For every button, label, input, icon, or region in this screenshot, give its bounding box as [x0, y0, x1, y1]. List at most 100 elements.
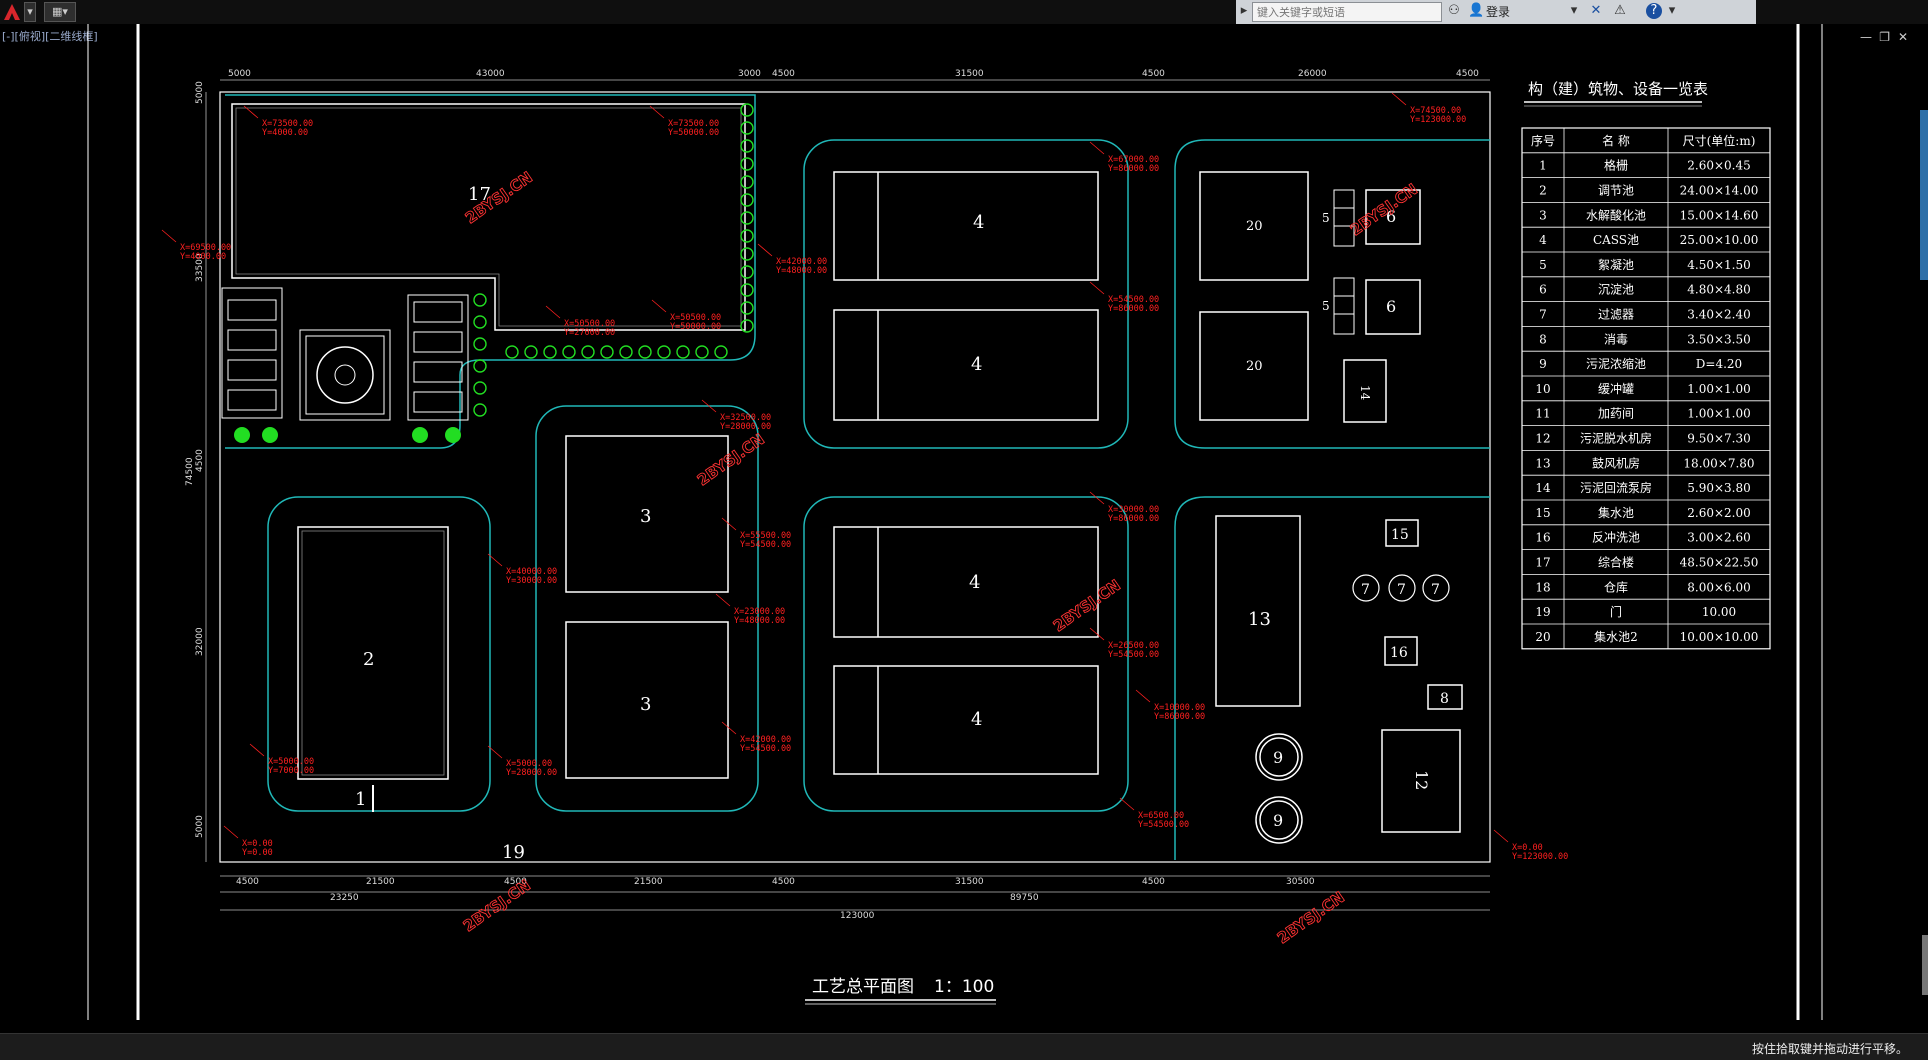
coordinate-label: Y=123000.00 — [1512, 852, 1568, 862]
dim-label: 23250 — [330, 893, 359, 903]
unit-label: 9 — [1273, 811, 1283, 830]
flocculation-tanks — [1333, 189, 1355, 335]
user-icon[interactable]: 👤 — [1468, 3, 1485, 18]
coordinate-label: X=54500.00 — [1108, 295, 1159, 305]
coordinate-label: Y=48000.00 — [776, 266, 827, 276]
table-cell: 14 — [1535, 481, 1551, 495]
coordinate-label: X=42000.00 — [776, 257, 827, 267]
blower-room — [1215, 515, 1301, 707]
search-input[interactable] — [1252, 2, 1442, 22]
fountain-plaza — [299, 329, 391, 421]
leader-line — [651, 299, 667, 313]
coordinate-label: Y=54500.00 — [740, 540, 791, 550]
sludge-return-pump-house — [1343, 359, 1387, 423]
table-cell: 15 — [1535, 506, 1550, 520]
table-cell: 2.60×0.45 — [1687, 159, 1751, 173]
coordinate-label: Y=30000.00 — [506, 576, 557, 586]
unit-label: 6 — [1386, 297, 1396, 316]
help-icon[interactable]: ? — [1646, 3, 1662, 19]
drawing-canvas[interactable]: 17 2 1 19 3 3 4 4 4 4 — [0, 24, 1928, 1034]
restore-icon[interactable]: ❐ — [1879, 30, 1890, 44]
vertical-scrollbar[interactable] — [1920, 110, 1928, 280]
building-3b — [565, 621, 729, 779]
stay-connected-icon[interactable]: ⚠ — [1614, 3, 1626, 18]
table-cell: 1.00×1.00 — [1687, 382, 1751, 396]
drawing-scale: 1：100 — [934, 977, 994, 997]
table-cell: 8.00×6.00 — [1687, 580, 1751, 594]
table-cell: 絮凝池 — [1598, 257, 1634, 272]
parking-right — [407, 294, 469, 421]
leader-line — [721, 721, 737, 735]
unit-label: 5 — [1322, 299, 1330, 313]
exchange-icon[interactable]: ✕ — [1590, 3, 1602, 18]
tree-row — [473, 103, 754, 417]
table-header: 尺寸(单位:m) — [1683, 133, 1756, 148]
dim-label: 4500 — [772, 877, 795, 887]
coordinate-label: X=23000.00 — [734, 607, 785, 617]
unit-label: 16 — [1390, 645, 1408, 661]
app-logo-icon[interactable] — [2, 2, 22, 22]
table-cell: 9.50×7.30 — [1687, 431, 1751, 445]
quick-access-dropdown-icon[interactable]: ▾ — [24, 2, 36, 22]
coordinate-label: X=0.00 — [1512, 843, 1543, 853]
leader-line — [1089, 491, 1105, 505]
dim-label: 31500 — [955, 877, 984, 887]
coordinate-label: Y=4000.00 — [180, 252, 226, 262]
coordinate-label: X=40000.00 — [506, 567, 557, 577]
table-cell: 4.50×1.50 — [1687, 258, 1751, 272]
coordinate-label: Y=0.00 — [242, 848, 273, 858]
table-cell: 1.00×1.00 — [1687, 407, 1751, 421]
unit-label: 1 — [355, 789, 366, 810]
leader-line — [249, 743, 265, 757]
coordinate-label: X=55500.00 — [740, 531, 791, 541]
leader-line — [1089, 141, 1105, 155]
watermark: 2BYSJ.CN — [1347, 180, 1421, 239]
login-button[interactable]: 登录 — [1486, 5, 1511, 19]
coordinate-label: X=42000.00 — [740, 735, 791, 745]
binoculars-icon[interactable]: ⚇ — [1448, 3, 1460, 18]
help-dropdown-icon[interactable]: ▾ — [1668, 3, 1676, 18]
table-cell: 调节池 — [1598, 183, 1634, 197]
table-cell: 消毒 — [1604, 332, 1628, 346]
dim-label: 5000 — [195, 81, 205, 104]
site-boundary — [219, 91, 1491, 863]
close-icon[interactable]: ✕ — [1897, 30, 1908, 44]
building-3a — [565, 435, 729, 593]
dim-label: 5000 — [228, 69, 251, 79]
table-cell: 污泥回流泵房 — [1580, 480, 1652, 495]
table-cell: 格栅 — [1604, 158, 1628, 173]
coordinate-label: Y=28000.00 — [720, 422, 771, 432]
table-cell: 10 — [1535, 382, 1550, 396]
unit-label: 3 — [640, 694, 651, 715]
workspace-switch-icon[interactable]: ▦▾ — [44, 2, 76, 22]
collection-sump — [1385, 519, 1419, 547]
unit-label: 17 — [468, 184, 491, 205]
coordinate-label: X=6500.00 — [1138, 811, 1184, 821]
login-dropdown-icon[interactable]: ▾ — [1570, 3, 1578, 18]
coordinate-label: Y=7000.00 — [268, 766, 314, 776]
dim-label: 21500 — [634, 877, 663, 887]
table-title: 构（建）筑物、设备一览表 — [1528, 80, 1708, 98]
unit-label: 7 — [1431, 582, 1440, 598]
table-cell: 沉淀池 — [1598, 283, 1634, 297]
coordinate-label: X=50500.00 — [670, 313, 721, 323]
dim-label: 89750 — [1010, 893, 1039, 903]
unit-label: 4 — [973, 212, 984, 233]
coordinate-label: Y=86000.00 — [1108, 164, 1159, 174]
table-cell: 16 — [1535, 531, 1550, 545]
table-cell: 25.00×10.00 — [1680, 233, 1759, 247]
dim-label: 32000 — [195, 627, 205, 656]
coordinate-label: Y=54500.00 — [740, 744, 791, 754]
leader-line — [649, 105, 665, 119]
table-cell: 19 — [1535, 605, 1550, 619]
cass-tanks — [833, 171, 1099, 775]
scroll-handle[interactable] — [1922, 935, 1928, 995]
minimize-icon[interactable]: — — [1860, 30, 1872, 44]
dim-label: 33500 — [195, 253, 205, 282]
dim-label: 4500 — [504, 877, 527, 887]
coordinate-label: X=73500.00 — [262, 119, 313, 129]
table-cell: 集水池 — [1598, 505, 1634, 520]
expand-arrow-icon[interactable]: ▸ — [1240, 3, 1248, 18]
dim-label: 4500 — [1142, 69, 1165, 79]
viewport-controls[interactable]: [-][俯视][二维线框] — [2, 30, 98, 43]
